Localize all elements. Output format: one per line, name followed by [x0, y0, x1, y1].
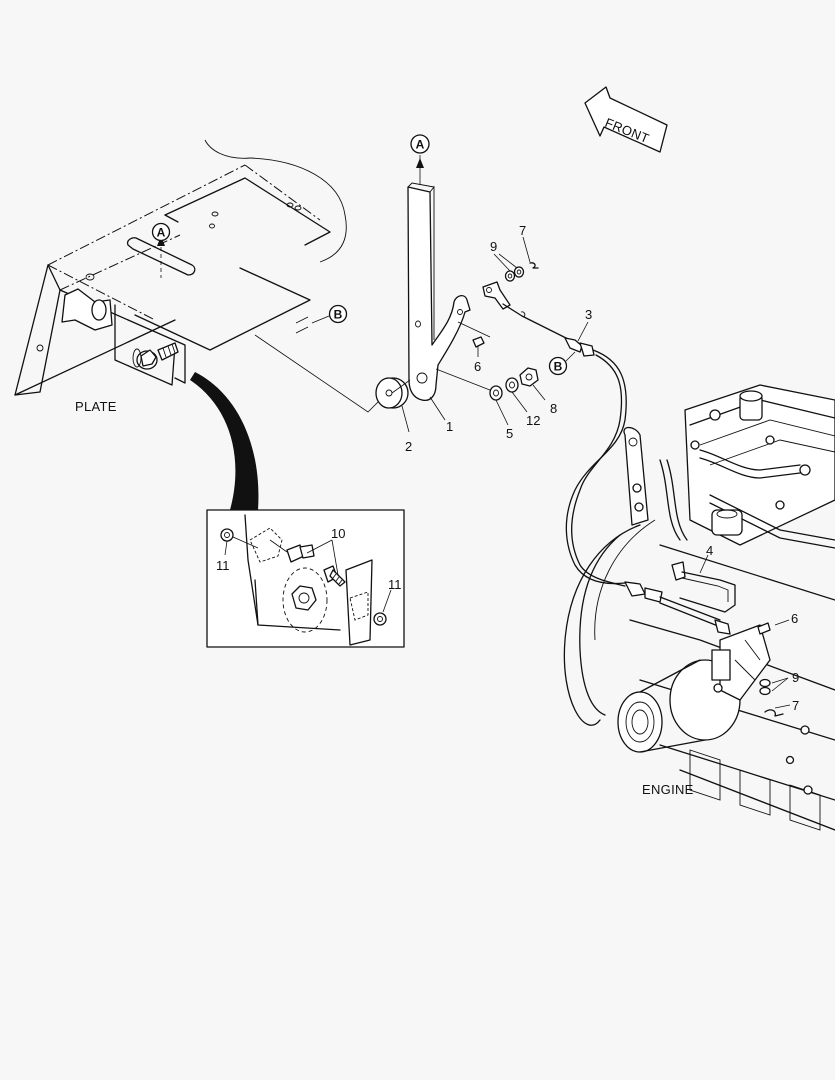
ref-b-cable: B: [554, 360, 563, 374]
callout-2: 2: [405, 439, 412, 454]
lever-assembly: A 1 2 5 6 12 8: [375, 134, 557, 454]
engine-label: ENGINE: [642, 782, 694, 797]
engine-assembly: 4 6 9 7 ENGINE: [563, 384, 835, 831]
plate-label: PLATE: [75, 399, 117, 414]
callout-1: 1: [446, 419, 453, 434]
callout-8: 8: [550, 401, 557, 416]
callout-3: 3: [585, 307, 592, 322]
ref-a-lever: A: [416, 138, 425, 152]
plate-assembly: PLATE: [14, 139, 347, 414]
callout-11-left: 11: [216, 558, 230, 573]
callout-12: 12: [526, 413, 540, 428]
front-direction-arrow: FRONT: [584, 86, 668, 153]
ref-b-plate: B: [334, 308, 343, 322]
detail-inset: 10 11 11: [206, 509, 405, 648]
ref-a-plate: A: [157, 226, 166, 240]
callout-9-engine: 9: [792, 670, 799, 685]
callout-10: 10: [331, 526, 345, 541]
callout-7-engine: 7: [792, 698, 799, 713]
callout-6-engine: 6: [791, 611, 798, 626]
callout-4: 4: [706, 543, 713, 558]
callout-11-right: 11: [388, 577, 402, 592]
callout-6-upper: 6: [474, 359, 481, 374]
throttle-cable: B 9 7 3: [482, 223, 627, 587]
detail-pointer: [190, 372, 259, 510]
callout-5: 5: [506, 426, 513, 441]
callout-7-upper: 7: [519, 223, 526, 238]
callout-9-upper: 9: [490, 239, 497, 254]
